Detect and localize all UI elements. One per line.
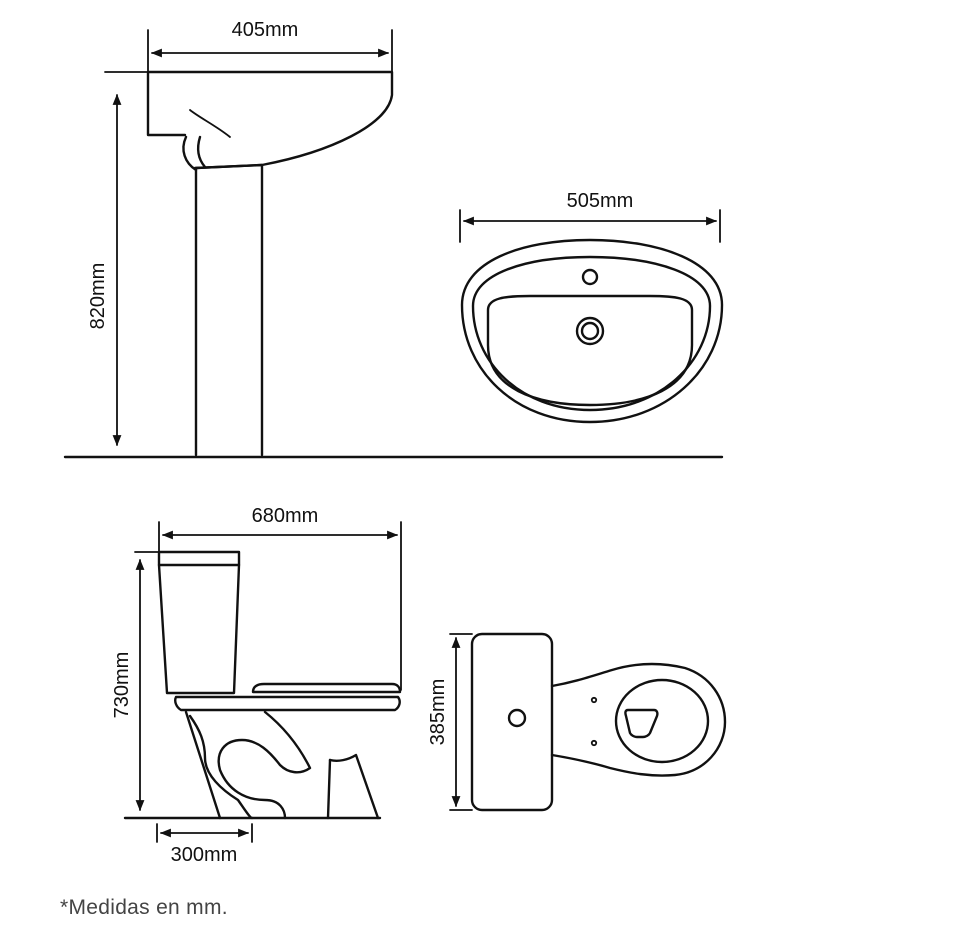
trapway-outer (188, 714, 332, 820)
toilet-pedestal-front (328, 753, 380, 820)
sink-bowl (486, 294, 694, 407)
toilet-side-view: 680mm 730mm 300mm (111, 505, 402, 866)
drain-outer (575, 316, 605, 346)
sink-inner-rim (471, 255, 712, 412)
toilet-plan-width-label: 385mm (427, 679, 449, 746)
faucet-hole (581, 268, 599, 286)
sink-basin-inner-curve (189, 109, 231, 138)
seat-hinge-hole-bottom (590, 739, 598, 747)
sink-basin-profile (146, 70, 394, 170)
seat-hinge-hole-top (590, 696, 598, 704)
cistern-body (157, 563, 241, 695)
toilet-plan-view: 385mm (427, 632, 727, 812)
pedestal-column (194, 163, 264, 457)
trapway-inner (217, 710, 312, 820)
sink-outer-rim (460, 238, 724, 424)
toilet-bowl-plan (550, 662, 727, 777)
flush-button (507, 708, 527, 728)
measurement-footnote: *Medidas en mm. (60, 896, 228, 919)
sink-plan-width-label: 505mm (567, 190, 634, 212)
toilet-length-label: 680mm (252, 505, 319, 527)
sink-width-label: 405mm (232, 19, 299, 41)
cistern-plan (470, 632, 554, 812)
sink-plan-view: 505mm (459, 190, 724, 424)
toilet-outlet-label: 300mm (171, 844, 238, 866)
toilet-height-label: 730mm (111, 652, 133, 719)
toilet-seat (251, 682, 402, 694)
drain-inner (580, 321, 600, 341)
toilet-rim (174, 695, 401, 712)
toilet-bowl-inner (614, 678, 710, 764)
sink-height-label: 820mm (87, 263, 109, 330)
bowl-outlet-plan (624, 708, 659, 739)
pedestal-sink-side-view: 405mm 820mm (63, 19, 724, 459)
cistern-lid (157, 550, 241, 567)
pedestal-neck (182, 135, 207, 172)
toilet-pedestal-back (184, 710, 222, 820)
